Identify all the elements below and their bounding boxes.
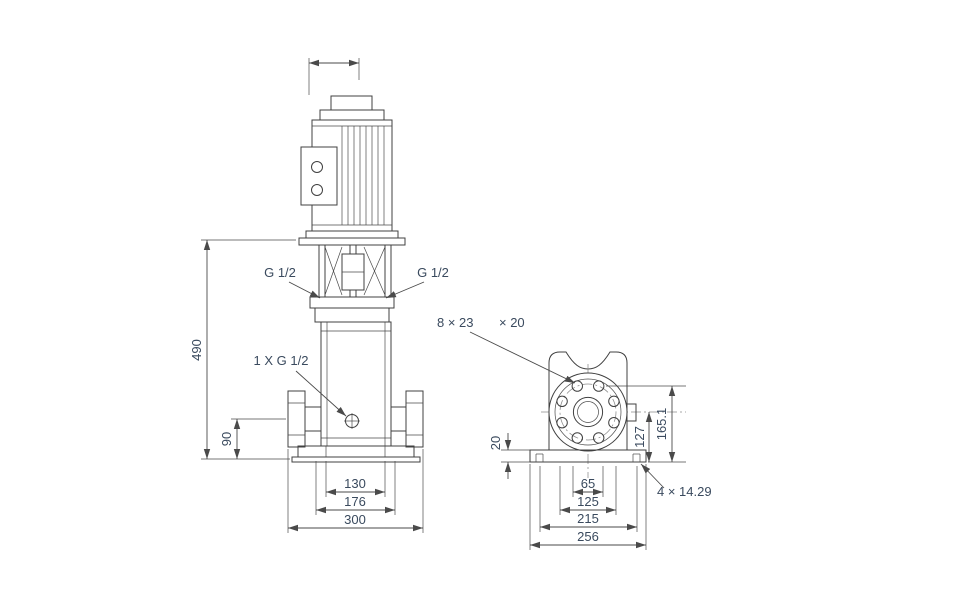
- dimension-center-height: 127: [632, 412, 686, 463]
- dim-165-label: 165.1: [654, 408, 669, 441]
- dimension-upper-height: 165.1: [606, 385, 686, 462]
- chamber-stack: [320, 321, 392, 447]
- pump-base: [291, 445, 421, 463]
- flange-left: [287, 390, 322, 448]
- dim-65-label: 65: [581, 476, 595, 491]
- dimension-total-height: 490: [189, 239, 296, 460]
- dimension-width-mid: 176: [315, 461, 396, 515]
- flange-face: [548, 372, 637, 452]
- flange-right: [390, 390, 424, 448]
- dimension-bolt-circle: 125: [559, 466, 617, 515]
- port-bore: [572, 396, 604, 428]
- drain-plug: [344, 413, 360, 429]
- coupling-guard: [318, 244, 392, 298]
- dimension-bore: 65: [572, 466, 604, 497]
- dim-127-label: 127: [632, 426, 647, 448]
- label-port-right: G 1/2: [385, 265, 449, 299]
- flange-holes-label: 8 × 23: [437, 315, 474, 330]
- dim-215-label: 215: [577, 511, 599, 526]
- dimension-hole-spacing: 215: [539, 466, 638, 532]
- motor: [298, 95, 406, 246]
- label-base-holes: 4 × 14.29: [640, 463, 712, 499]
- dimension-port-height: 90: [219, 418, 286, 459]
- dim-125-label: 125: [577, 494, 599, 509]
- label-port-left: G 1/2: [264, 265, 321, 299]
- base-holes-label: 4 × 14.29: [657, 484, 712, 499]
- flange-holes-depth-label: × 20: [499, 315, 525, 330]
- label-flange-holes: 8 × 23 × 20: [437, 315, 576, 384]
- end-view: 8 × 23 × 20 4 × 14.29 20 127 165.1: [437, 315, 712, 550]
- pump-head: [309, 296, 395, 323]
- dim-20-label: 20: [488, 436, 503, 450]
- port-right-label: G 1/2: [417, 265, 449, 280]
- label-drain: 1 X G 1/2: [254, 353, 347, 417]
- dim-256-label: 256: [577, 529, 599, 544]
- dim-130-label: 130: [344, 476, 366, 491]
- drain-label: 1 X G 1/2: [254, 353, 309, 368]
- dim-176-label: 176: [344, 494, 366, 509]
- front-view: 490 90 130 176 300: [189, 58, 449, 533]
- dim-490-label: 490: [189, 339, 204, 361]
- port-left-label: G 1/2: [264, 265, 296, 280]
- dimension-width-overall: 300: [287, 449, 424, 533]
- motor-fins: [341, 126, 385, 225]
- dimension-base-width: 256: [529, 464, 647, 550]
- bolt-circle: [559, 383, 617, 441]
- flange-bolt-holes: [556, 380, 620, 444]
- dimension-width-inner: 130: [325, 461, 386, 497]
- dimension-motor-top: [308, 58, 360, 95]
- dimension-baseplate-thickness: 20: [488, 433, 530, 479]
- dim-300-label: 300: [344, 512, 366, 527]
- side-plug: [626, 403, 637, 422]
- dim-90-label: 90: [219, 432, 234, 446]
- terminal-box: [300, 146, 338, 206]
